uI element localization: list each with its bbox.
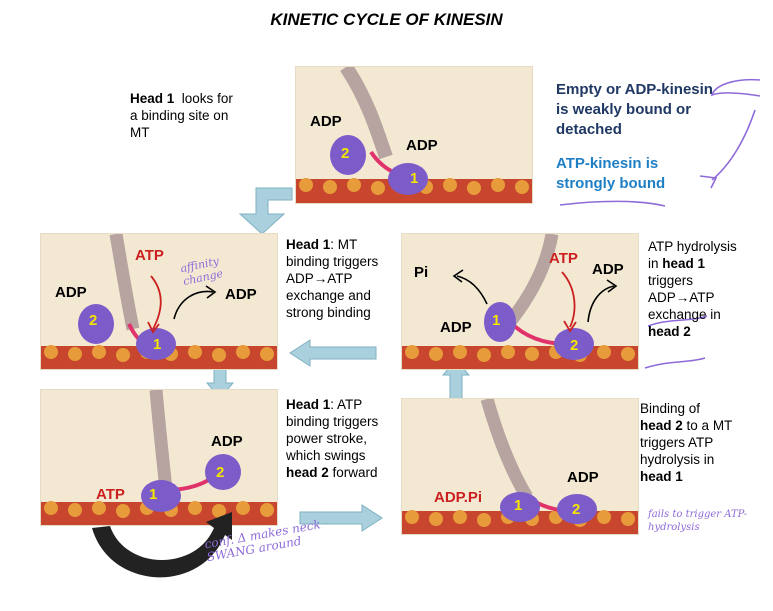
panel-top: ADP ADP 2 1: [295, 66, 533, 204]
panel-hydrolysis-exchange-drawing: [402, 234, 638, 369]
label-adp-pi: ADP.Pi: [434, 489, 483, 506]
label-atp: ATP: [96, 486, 125, 503]
label-atp: ATP: [135, 247, 164, 264]
step-2-text: Head 1: MT binding triggers ADP→ATP exch…: [286, 237, 379, 320]
label-pi: Pi: [414, 264, 429, 281]
step-5-text: ATP hydrolysis in head 1 triggers ADP→AT…: [648, 239, 737, 339]
page-title: KINETIC CYCLE OF KINESIN: [270, 10, 503, 29]
label-head-1: 1: [410, 170, 419, 187]
panel-power-stroke-drawing: [41, 390, 277, 525]
panel-power-stroke: ADP ATP 1 2: [40, 389, 278, 526]
step-1-text: Head 1 looks for a binding site on MT: [130, 91, 233, 140]
label-adp: ADP: [310, 113, 342, 130]
label-adp: ADP: [211, 433, 243, 450]
panel-head2-binding-drawing: [402, 399, 638, 534]
label-head-2: 2: [572, 501, 581, 518]
label-head-1: 1: [153, 336, 162, 353]
label-head-2: 2: [570, 337, 579, 354]
label-adp: ADP: [592, 261, 624, 278]
label-head-1: 1: [514, 497, 523, 514]
panel-hydrolysis-exchange: Pi ATP ADP ADP 1 2: [401, 233, 639, 370]
label-head-2: 2: [216, 464, 225, 481]
panel-top-drawing: [296, 67, 532, 203]
label-adp: ADP: [225, 286, 257, 303]
label-head-2: 2: [89, 312, 98, 329]
note-fails: fails to trigger ATP-hydrolysis: [648, 509, 748, 533]
step-4-text: Binding of head 2 to a MT triggers ATP h…: [640, 401, 733, 484]
legend-strong: ATP-kinesin is strongly bound: [556, 155, 666, 192]
label-atp: ATP: [549, 250, 578, 267]
label-head-1: 1: [492, 312, 501, 329]
label-head-1: 1: [149, 486, 158, 503]
label-adp: ADP: [55, 284, 87, 301]
panel-head2-binding: ADP ADP.Pi 1 2: [401, 398, 639, 535]
panel-mt-binding-drawing: [41, 234, 277, 369]
label-head-2: 2: [341, 145, 350, 162]
panel-mt-binding: ATP ADP ADP 2 1 affinity change: [40, 233, 278, 370]
step-3-text: Head 1: ATP binding triggers power strok…: [286, 397, 379, 480]
label-adp: ADP: [567, 469, 599, 486]
label-adp: ADP: [406, 137, 438, 154]
label-adp: ADP: [440, 319, 472, 336]
legend-weak: Empty or ADP-kinesin is weakly bound or …: [556, 81, 713, 138]
